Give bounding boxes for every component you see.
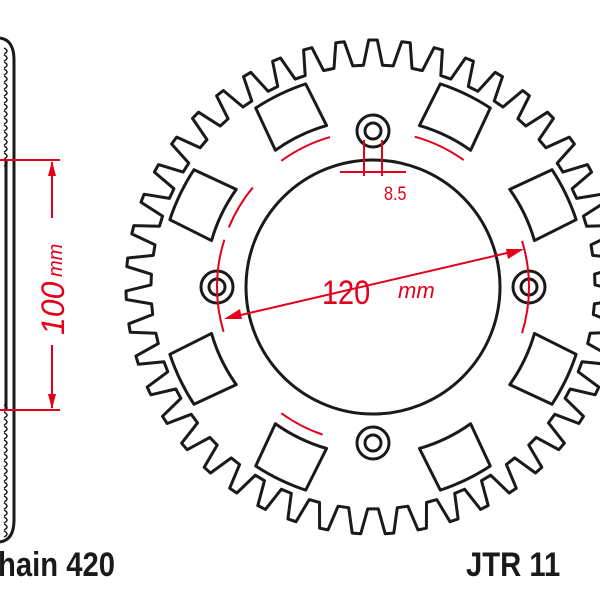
chain-link-mark xyxy=(3,474,8,482)
chain-link-mark xyxy=(3,516,8,524)
lightening-slot xyxy=(417,82,492,152)
chain-link-mark xyxy=(3,495,8,503)
chain-link-mark xyxy=(3,117,8,125)
pitch-diameter-line xyxy=(227,249,521,319)
chain-link-mark xyxy=(3,502,8,510)
chain-link-mark xyxy=(3,96,8,104)
arrowhead-icon xyxy=(48,394,56,409)
pitch-circle-arc xyxy=(227,186,254,228)
chain-link-mark xyxy=(3,47,8,55)
side-view-outline xyxy=(0,36,16,544)
chain-link-mark xyxy=(3,138,8,146)
pitch-circle-unit: mm xyxy=(398,278,435,303)
pitch-circle-arc xyxy=(414,135,465,161)
chain-link-mark xyxy=(3,61,8,69)
pitch-circle-arc xyxy=(521,240,530,334)
centre-bore-circle xyxy=(244,158,502,416)
chain-link-mark xyxy=(3,509,8,517)
lightening-slot xyxy=(508,331,578,406)
chain-link-mark xyxy=(3,68,8,76)
bolt-hole xyxy=(363,121,383,141)
chain-link-mark xyxy=(3,131,8,139)
chain-link-mark xyxy=(3,103,8,111)
chain-link-mark xyxy=(3,460,8,468)
chain-link-mark xyxy=(3,425,8,433)
bolt-hole xyxy=(363,433,383,453)
part-number-label: JTR 11 xyxy=(466,546,561,584)
chain-link-mark xyxy=(3,446,8,454)
chain-link-mark xyxy=(3,523,8,531)
pitch-circle-arc xyxy=(216,239,226,333)
lightening-slot xyxy=(508,168,578,243)
chain-link-mark xyxy=(3,54,8,62)
chain-link-mark xyxy=(3,82,8,90)
chain-size-label: hain 420 xyxy=(0,546,116,584)
pitch-circle-arc xyxy=(280,136,331,162)
chain-link-mark xyxy=(3,411,8,419)
lightening-slot xyxy=(168,168,238,243)
pitch-circle-value: 120 xyxy=(322,273,370,312)
chain-link-mark xyxy=(3,432,8,440)
chain-link-mark xyxy=(3,418,8,426)
lightening-slot xyxy=(254,422,329,492)
arrowhead-icon xyxy=(506,249,524,259)
lightening-slot xyxy=(254,82,329,152)
bolt-hole-dimension-label: 8.5 xyxy=(384,183,407,205)
dimension-lines xyxy=(0,135,530,436)
centre-bore-unit: mm xyxy=(45,244,67,277)
centre-bore-value: 100 xyxy=(35,281,71,335)
lightening-slot xyxy=(417,422,492,492)
chain-link-mark xyxy=(3,530,8,538)
bolt-hole-boss xyxy=(355,113,391,149)
sprocket-side-view xyxy=(0,36,16,544)
chain-link-mark xyxy=(3,453,8,461)
bolt-hole-boss xyxy=(355,425,391,461)
arrowhead-icon xyxy=(48,161,56,176)
chain-link-mark xyxy=(3,439,8,447)
sprocket-teeth-outline xyxy=(124,38,600,536)
chain-link-mark xyxy=(3,152,8,160)
chain-link-mark xyxy=(3,89,8,97)
chain-link-mark xyxy=(3,124,8,132)
chain-link-mark xyxy=(3,145,8,153)
chain-link-mark xyxy=(3,488,8,496)
chain-link-mark xyxy=(3,110,8,118)
chain-link-mark xyxy=(3,75,8,83)
arrowhead-icon xyxy=(224,309,242,319)
pitch-circle-arc xyxy=(280,412,323,436)
lightening-slot xyxy=(168,331,238,406)
chain-link-mark xyxy=(3,467,8,475)
chain-link-mark xyxy=(3,481,8,489)
